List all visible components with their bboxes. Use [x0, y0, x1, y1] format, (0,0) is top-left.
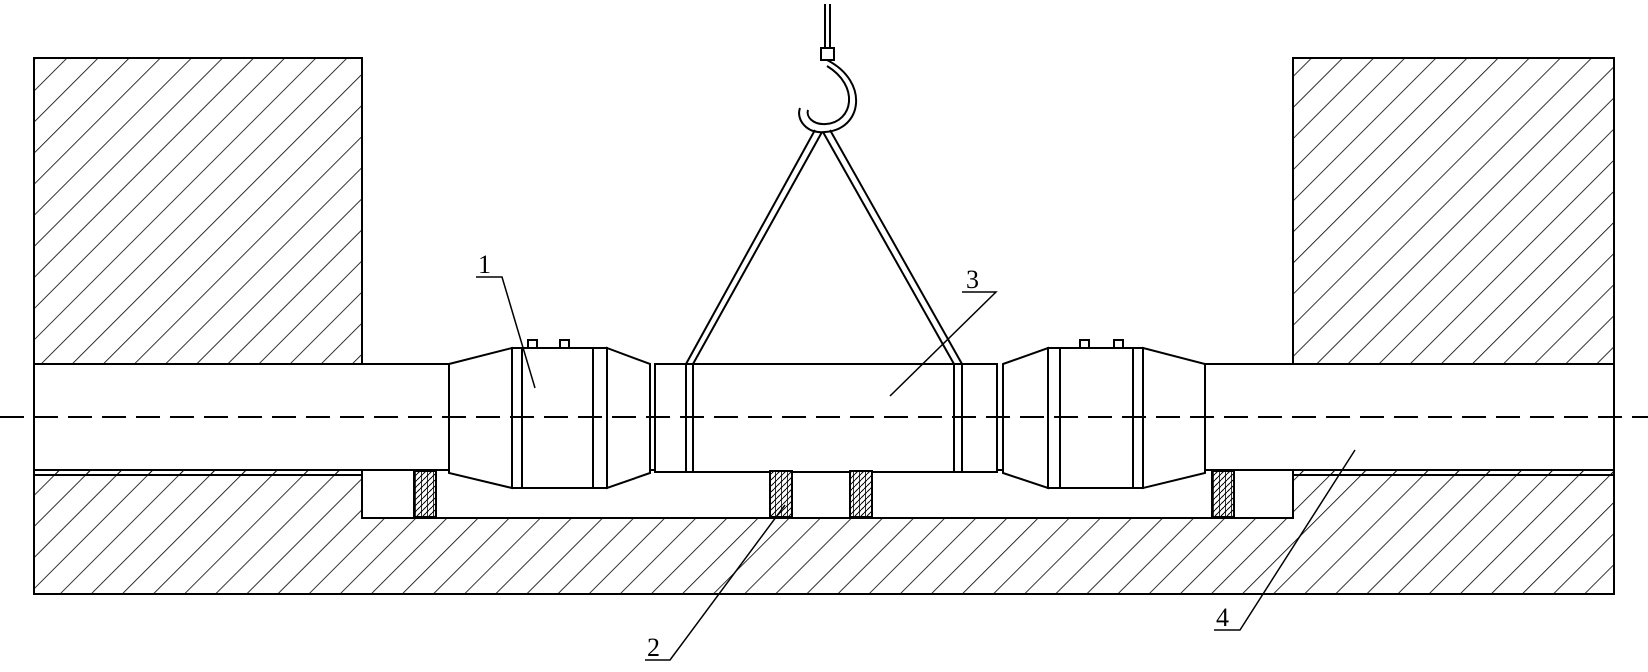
support-pad: [413, 470, 437, 518]
sling-ropes: [685, 129, 963, 365]
crane-hook-icon: [798, 4, 857, 134]
label-part-1: 1: [478, 250, 491, 279]
label-part-2: 2: [647, 633, 660, 662]
support-pad: [849, 470, 873, 518]
support-pad: [769, 470, 793, 518]
coupling-joint-left: [448, 339, 651, 490]
label-part-3: 3: [966, 265, 979, 294]
coupling-joint-right: [1002, 339, 1206, 490]
label-part-4: 4: [1216, 603, 1229, 632]
support-pad: [1211, 470, 1235, 518]
leader-lines: [476, 276, 1356, 661]
